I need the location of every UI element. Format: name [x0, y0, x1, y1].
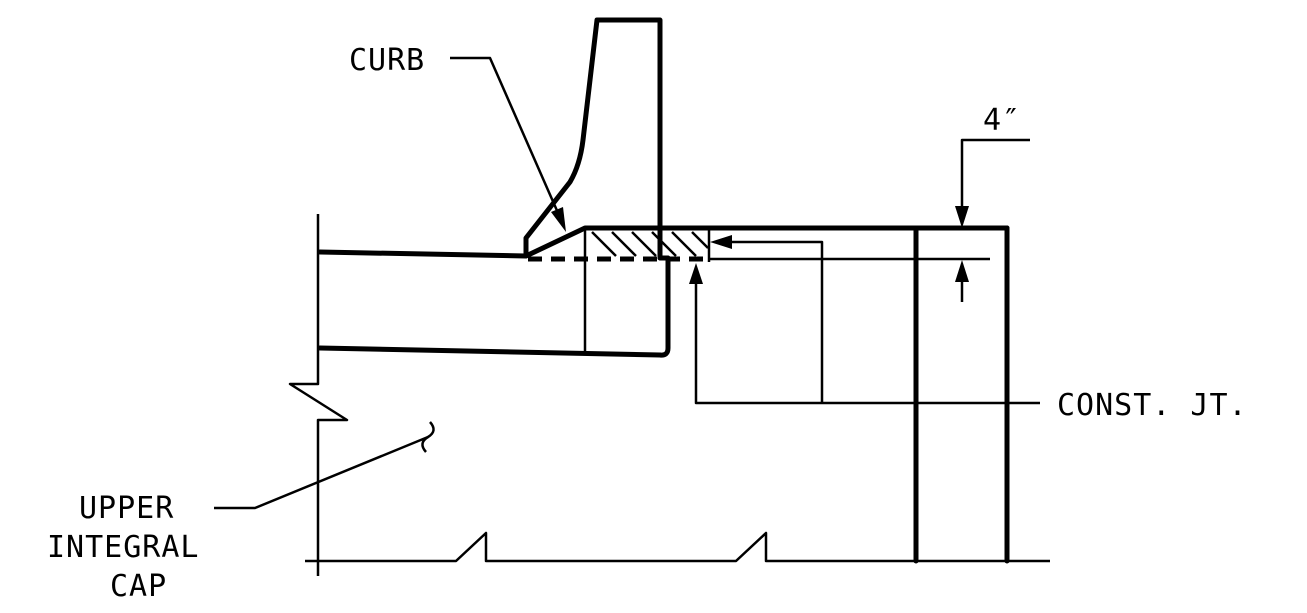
- curb-leader-arrowhead: [551, 207, 566, 232]
- hatched-area: [591, 231, 709, 257]
- curb-top: [523, 225, 1010, 259]
- curb-label: CURB: [349, 43, 425, 78]
- slab-end-block: [657, 255, 671, 358]
- curb-leader: [450, 56, 564, 223]
- dimension-leader: [960, 138, 1030, 218]
- dimension-arrowhead-down: [955, 206, 969, 228]
- bottom-break-line: [305, 531, 1050, 563]
- upper-integral-cap-label-line-2: INTEGRAL: [47, 530, 200, 565]
- const-jt-arrowhead-up: [689, 263, 703, 284]
- dimension-label: 4″: [983, 103, 1021, 138]
- upper-integral-cap-leader: [214, 435, 429, 510]
- dimension-arrowhead-up: [955, 260, 969, 282]
- deck-slab-bottom: [317, 345, 663, 358]
- deck-slab-top: [317, 249, 529, 259]
- left-wall-break: [288, 214, 349, 576]
- rail-outline: [523, 17, 663, 261]
- upper-integral-cap-label-line-3: CAP: [110, 569, 167, 604]
- upper-integral-cap-label-line-1: UPPER: [79, 491, 174, 526]
- const-jt-leader: [694, 240, 1040, 405]
- const-jt-label: CONST. JT.: [1057, 388, 1248, 423]
- const-jt-arrowhead-left: [710, 235, 732, 249]
